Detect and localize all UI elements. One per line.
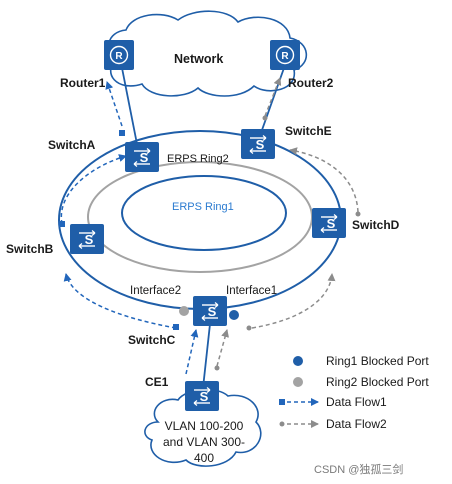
switch-glyph: S: [256, 137, 265, 152]
router1-label: Router1: [60, 76, 106, 90]
switch-glyph: S: [140, 150, 149, 165]
ce1-label: CE1: [145, 375, 169, 389]
vlan-line-2: and VLAN 300-: [162, 435, 246, 449]
switch-glyph: S: [208, 304, 217, 319]
switchc-label: SwitchC: [128, 333, 176, 347]
data-flow2-start-mark: [262, 115, 268, 121]
link-switcha-router: [121, 67, 138, 145]
link-switchc-ce1: [202, 323, 211, 389]
switch-glyph: S: [85, 232, 94, 247]
ring2-blocked-port: [179, 306, 189, 316]
switch-glyph: S: [200, 389, 209, 404]
switchd-label: SwitchD: [352, 218, 400, 232]
legend-data-flow1-label: Data Flow1: [326, 395, 387, 409]
legend-ring2-blocked-label: Ring2 Blocked Port: [326, 375, 429, 389]
data-flow2-start-mark: [214, 365, 220, 371]
router-glyph: R: [281, 51, 289, 62]
data-flow2-path: [216, 77, 359, 367]
data-flow1-start-mark: [59, 221, 65, 227]
switchb-icon: S: [70, 224, 104, 254]
ce1-icon: S: [185, 381, 219, 411]
legend-data-flow1-marker: [279, 398, 319, 406]
data-flow2-start-mark: [355, 211, 361, 217]
switchc-icon: S: [193, 296, 227, 326]
legend-data-flow2-marker: [279, 420, 319, 428]
switche-icon: S: [241, 129, 275, 159]
legend-ring1-blocked-marker: [293, 356, 303, 366]
network-label: Network: [174, 52, 224, 66]
erps-ring2-label: ERPS Ring2: [167, 153, 229, 165]
vlan-cloud: [144, 388, 262, 467]
vlan-line-3: 400: [193, 451, 215, 465]
legend-ring2-blocked-marker: [293, 377, 303, 387]
switchb-label: SwitchB: [6, 242, 54, 256]
data-flow1-start-mark: [119, 130, 125, 136]
interface2-label: Interface2: [130, 285, 182, 297]
network-cloud: [108, 10, 308, 97]
legend-ring1-blocked-label: Ring1 Blocked Port: [326, 354, 429, 368]
erps-ring1: [121, 175, 287, 251]
interface1-label: Interface1: [226, 285, 278, 297]
switcha-icon: S: [125, 142, 159, 172]
router2-label: Router2: [288, 76, 334, 90]
router1-icon: R: [104, 40, 134, 70]
legend-data-flow2-label: Data Flow2: [326, 417, 387, 431]
ring1-blocked-port: [229, 310, 239, 320]
switchd-icon: S: [312, 208, 346, 238]
vlan-range-label: VLAN 100-200 and VLAN 300- 400: [152, 418, 256, 466]
data-flow2-start-mark: [246, 325, 252, 331]
erps-ring1-label: ERPS Ring1: [172, 201, 234, 213]
switch-glyph: S: [327, 216, 336, 231]
data-flow1-start-mark: [173, 324, 179, 330]
router-glyph: R: [115, 51, 123, 62]
router2-icon: R: [270, 40, 300, 70]
vlan-line-1: VLAN 100-200: [164, 419, 244, 433]
data-flow1-path: [60, 81, 199, 375]
switche-label: SwitchE: [285, 124, 332, 138]
watermark: CSDN @独孤三剑: [314, 464, 404, 476]
switcha-label: SwitchA: [48, 138, 96, 152]
